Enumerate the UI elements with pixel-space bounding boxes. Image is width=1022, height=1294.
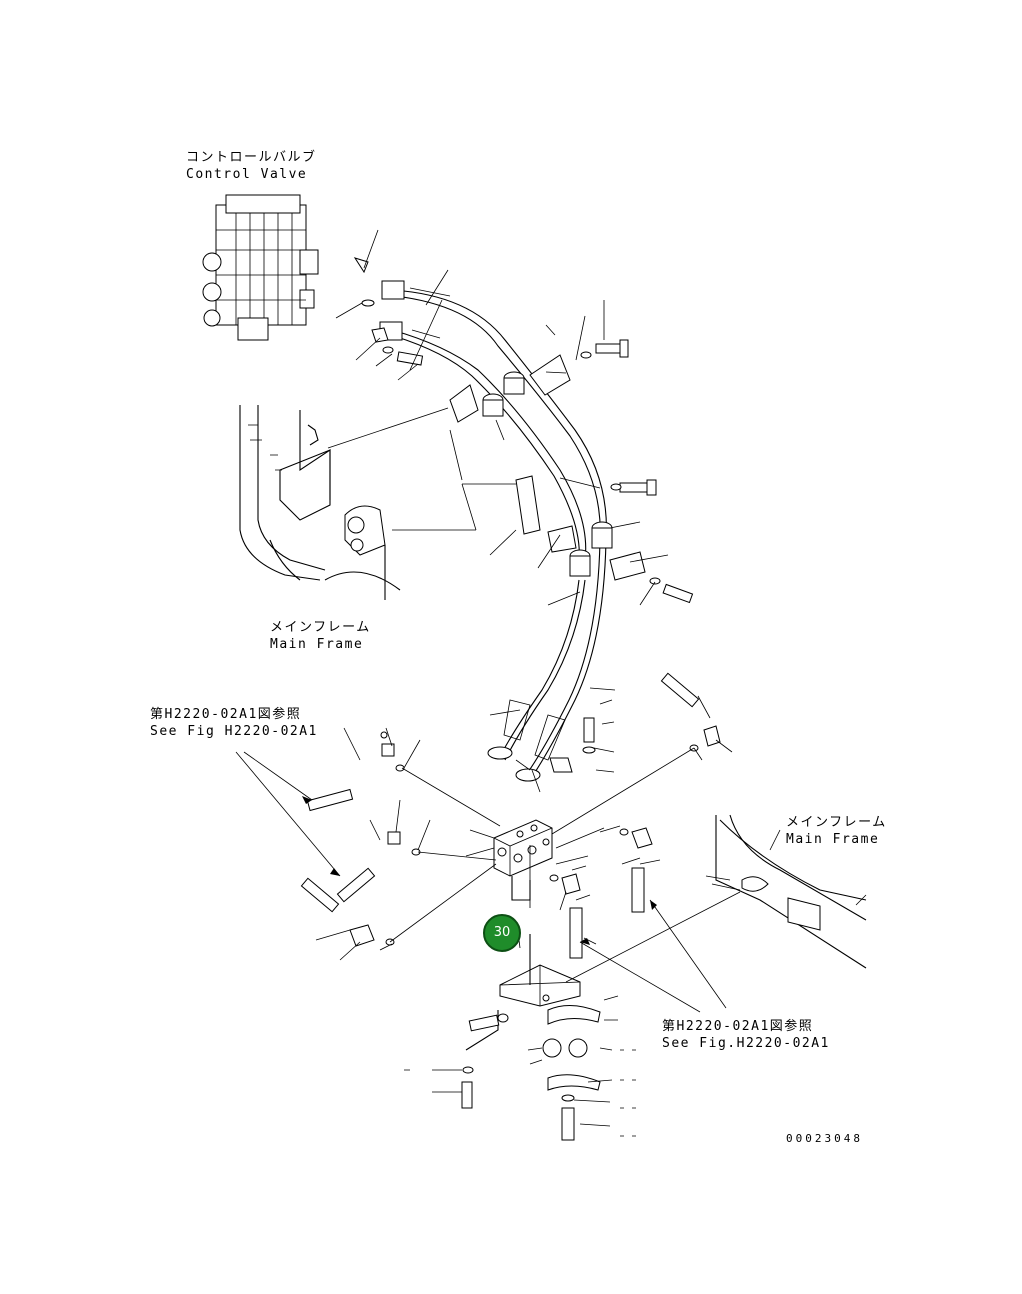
see-fig-left-label-jp: 第H2220-02A1図参照 (150, 707, 302, 722)
callout-badge[interactable]: 30 (483, 914, 521, 952)
manifold-fittings (300, 672, 721, 959)
see-fig-right-label-jp: 第H2220-02A1図参照 (662, 1019, 814, 1034)
leaders-manifold (235, 695, 733, 961)
lower-hoses (487, 539, 607, 782)
main-frame-left-label-en: Main Frame (270, 637, 364, 652)
control-valve-label-en: Control Valve (186, 167, 308, 182)
main-frame-right-label-jp: メインフレーム (786, 815, 887, 830)
main-frame-right-label-en: Main Frame (786, 832, 880, 847)
control-valve-label-jp: コントロールバルブ (186, 150, 317, 165)
leaders-right (517, 891, 741, 1013)
main-frame-left-drawing (239, 405, 401, 600)
upper-hoses (379, 280, 607, 561)
manifold-block-drawing (493, 819, 553, 901)
hose-clamps (449, 354, 646, 581)
main-frame-right-drawing (705, 814, 867, 969)
bracket-assembly (404, 934, 636, 1141)
control-valve-drawing (202, 194, 319, 341)
see-fig-right-label-en: See Fig.H2220-02A1 (662, 1036, 830, 1051)
drawing-number: 00023048 (786, 1132, 863, 1145)
leaders-top (327, 229, 669, 771)
top-fasteners (353, 257, 694, 604)
main-frame-left-label-jp: メインフレーム (270, 620, 371, 635)
see-fig-left-label-en: See Fig H2220-02A1 (150, 724, 318, 739)
